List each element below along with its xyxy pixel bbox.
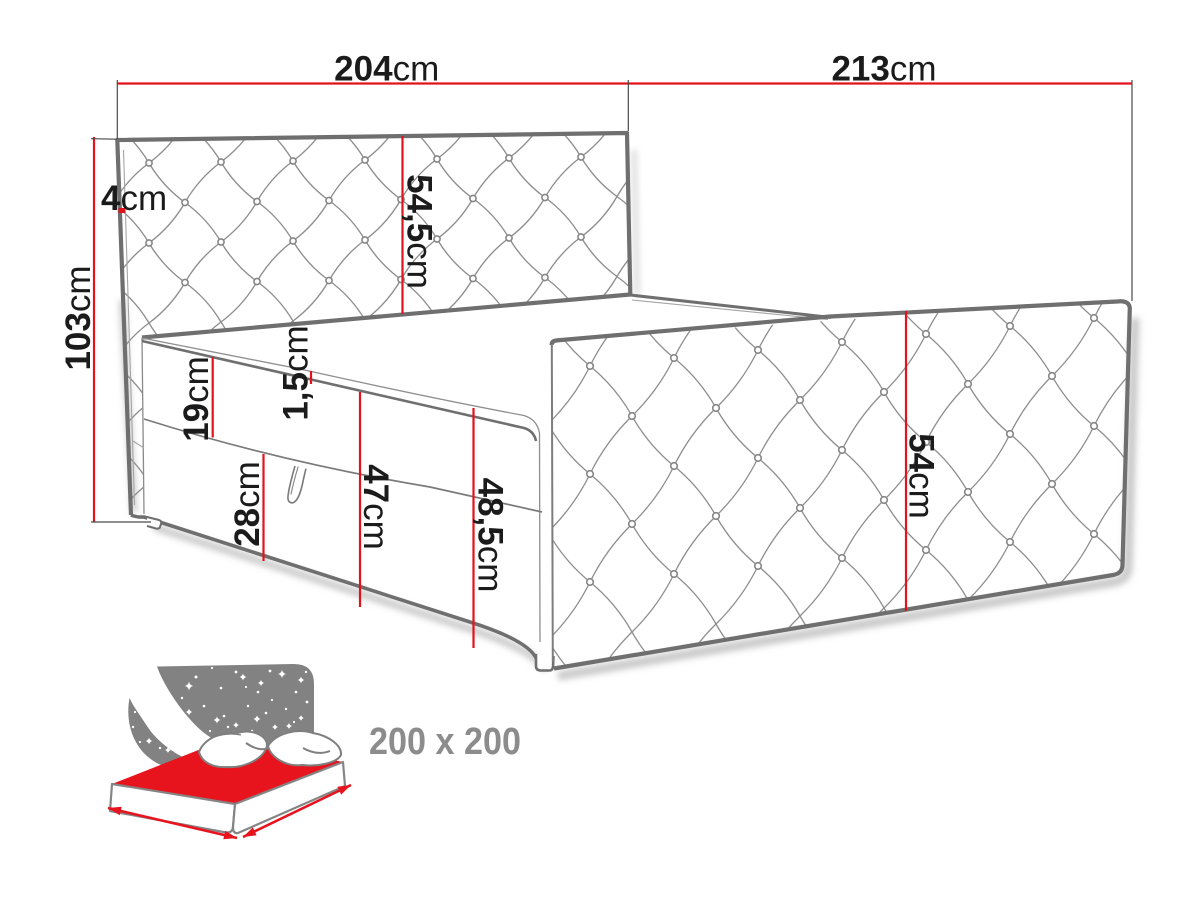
svg-text:1,5cm: 1,5cm [277, 325, 316, 420]
svg-text:213cm: 213cm [831, 50, 936, 89]
svg-text:54cm: 54cm [902, 433, 941, 519]
svg-text:204cm: 204cm [334, 50, 439, 89]
svg-text:103cm: 103cm [59, 265, 98, 370]
svg-text:200 x 200: 200 x 200 [369, 721, 521, 763]
svg-text:4cm: 4cm [101, 179, 167, 218]
svg-text:19cm: 19cm [177, 356, 216, 442]
svg-text:48,5cm: 48,5cm [471, 478, 510, 593]
svg-text:54,5cm: 54,5cm [400, 174, 439, 289]
svg-text:28cm: 28cm [228, 461, 267, 547]
svg-text:47cm: 47cm [356, 464, 395, 550]
